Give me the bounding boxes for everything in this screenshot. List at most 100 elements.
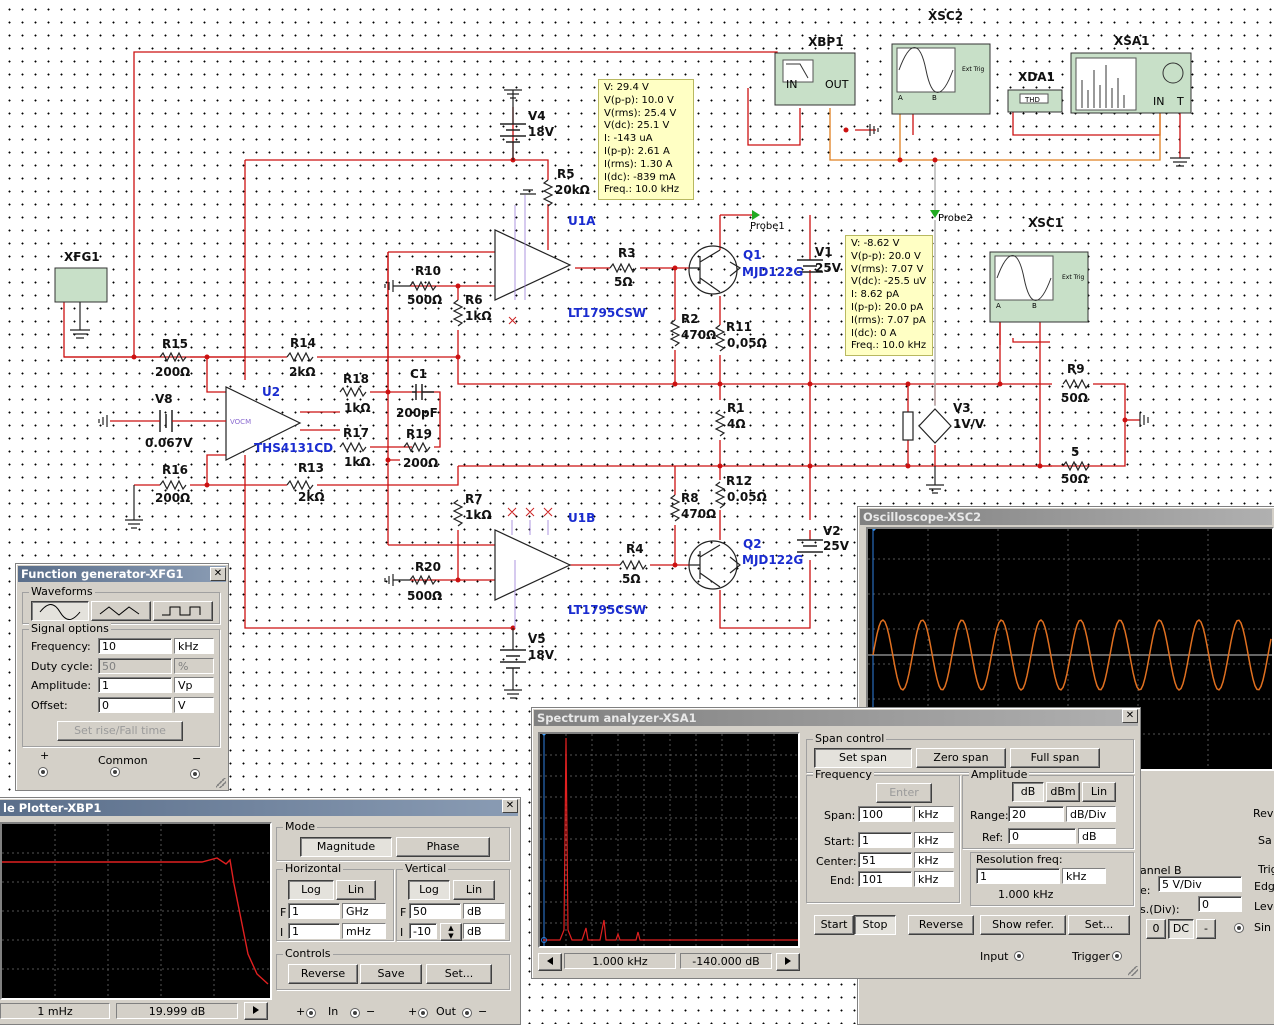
common-terminal[interactable]	[110, 767, 120, 777]
xsc1-label: XSC1	[1028, 216, 1063, 230]
v-initial-spinner[interactable]: ▲▼	[440, 923, 462, 941]
waveforms-group: Waveforms	[22, 585, 220, 624]
spectrum-reverse-button[interactable]: Reverse	[908, 915, 974, 935]
start-unit[interactable]: kHz	[914, 832, 954, 848]
osc-ypos-field[interactable]: 0	[1198, 896, 1242, 912]
set-span-button[interactable]: Set span	[814, 748, 912, 768]
enter-button[interactable]: Enter	[876, 783, 932, 803]
funcgen-resize-grip[interactable]	[216, 778, 226, 788]
v-initial-input[interactable]: -10	[409, 923, 437, 939]
h-final-input[interactable]: 1	[288, 903, 340, 919]
probe1-ipp: I(p-p): 2.61 A	[604, 145, 670, 157]
vertical-lin-button[interactable]: Lin	[453, 880, 495, 900]
center-unit[interactable]: kHz	[914, 852, 954, 868]
lin-button[interactable]: Lin	[1082, 782, 1116, 802]
input-terminal[interactable]	[1014, 951, 1024, 961]
osc-neg-button[interactable]: -	[1196, 919, 1216, 939]
arrow-right-icon	[785, 957, 791, 965]
spectrum-close-button[interactable]: ✕	[1122, 709, 1138, 723]
square-wave-button[interactable]	[153, 601, 213, 621]
spectrum-stop-button[interactable]: Stop	[854, 915, 896, 935]
v-final-input[interactable]: 50	[409, 903, 461, 919]
spectrum-analyzer-title[interactable]: Spectrum analyzer-XSA1	[534, 710, 1138, 726]
osc-ground-terminal[interactable]	[1234, 923, 1244, 933]
funcgen-close-button[interactable]: ✕	[210, 567, 226, 581]
amplitude-group: Amplitude	[962, 768, 1134, 849]
bode-cursor-right-button[interactable]	[244, 1002, 268, 1020]
spectrum-set-button[interactable]: Set...	[1068, 915, 1130, 935]
osc-rev-label[interactable]: Rev	[1253, 807, 1274, 820]
offset-unit[interactable]: V	[174, 697, 214, 713]
resolution-input[interactable]: 1	[976, 868, 1060, 884]
bode-out-minus-terminal[interactable]	[462, 1008, 472, 1018]
probe2-freq: Freq.: 10.0 kHz	[851, 340, 927, 352]
ref-input[interactable]: 0	[1008, 828, 1076, 844]
zero-span-button[interactable]: Zero span	[916, 748, 1006, 768]
db-button[interactable]: dB	[1012, 782, 1044, 802]
triangle-wave-button[interactable]	[91, 601, 151, 621]
spectrum-cursor-left-button[interactable]	[538, 953, 562, 971]
spectrum-start-button[interactable]: Start	[814, 915, 854, 935]
function-generator-window[interactable]: Function generator-XFG1 ✕ Waveforms Sign…	[15, 563, 229, 791]
plus-terminal[interactable]	[38, 767, 48, 777]
full-span-button[interactable]: Full span	[1010, 748, 1100, 768]
end-unit[interactable]: kHz	[914, 871, 954, 887]
osc-sa-label[interactable]: Sa	[1258, 834, 1272, 847]
amplitude-input[interactable]: 1	[98, 677, 172, 693]
trigger-terminal[interactable]	[1112, 951, 1122, 961]
bode-mode-label: Mode	[283, 820, 317, 833]
bode-close-button[interactable]: ✕	[502, 799, 518, 813]
v-final-label: F	[400, 906, 407, 919]
dbm-button[interactable]: dBm	[1046, 782, 1080, 802]
bode-in-minus-terminal[interactable]	[350, 1008, 360, 1018]
r4-value: 5Ω	[622, 572, 641, 586]
duty-cycle-input[interactable]: 50	[98, 658, 172, 674]
bode-plotter-window[interactable]: le Plotter-XBP1 ✕ 1 mHz 19.999 dB Mode M…	[0, 797, 521, 1025]
amplitude-unit[interactable]: Vp	[174, 677, 214, 693]
v-final-unit[interactable]: dB	[463, 903, 505, 919]
frequency-unit[interactable]: kHz	[174, 638, 214, 654]
horizontal-lin-button[interactable]: Lin	[336, 880, 376, 900]
magnitude-button[interactable]: Magnitude	[300, 837, 392, 857]
range-input[interactable]: 20	[1008, 806, 1064, 822]
span-unit[interactable]: kHz	[914, 806, 954, 822]
center-input[interactable]: 51	[858, 852, 912, 868]
span-input[interactable]: 100	[858, 806, 912, 822]
h-initial-unit[interactable]: mHz	[342, 923, 386, 939]
v-initial-unit[interactable]: dB	[463, 923, 505, 939]
osc-dc-button[interactable]: DC	[1168, 919, 1194, 939]
end-input[interactable]: 101	[858, 871, 912, 887]
bode-plotter-title[interactable]: le Plotter-XBP1	[0, 800, 518, 816]
minus-terminal[interactable]	[190, 769, 200, 779]
set-rise-fall-button[interactable]: Set rise/Fall time	[57, 721, 183, 741]
probe1-freq: Freq.: 10.0 kHz	[604, 184, 680, 196]
bode-out-plus-terminal[interactable]	[418, 1008, 428, 1018]
spectrum-resize-grip[interactable]	[1128, 966, 1138, 976]
frequency-input[interactable]: 10	[98, 638, 172, 654]
h-initial-input[interactable]: 1	[288, 923, 340, 939]
phase-button[interactable]: Phase	[396, 837, 490, 857]
bode-in-plus-terminal[interactable]	[306, 1008, 316, 1018]
oscilloscope-title[interactable]: Oscilloscope-XSC2	[860, 509, 1272, 525]
start-input[interactable]: 1	[858, 832, 912, 848]
h-final-unit[interactable]: GHz	[342, 903, 386, 919]
sine-wave-button[interactable]	[31, 601, 89, 621]
offset-input[interactable]: 0	[98, 697, 172, 713]
show-refer-button[interactable]: Show refer.	[980, 915, 1066, 935]
resolution-unit[interactable]: kHz	[1062, 868, 1106, 884]
osc-ac-button[interactable]: 0	[1146, 919, 1166, 939]
spectrum-analyzer-window[interactable]: Spectrum analyzer-XSA1 ✕ 1.000 kHz -140.…	[531, 707, 1141, 979]
osc-sing-label[interactable]: Sin	[1254, 921, 1272, 934]
function-generator-title[interactable]: Function generator-XFG1	[18, 566, 226, 582]
vertical-log-button[interactable]: Log	[408, 880, 450, 900]
horizontal-log-button[interactable]: Log	[288, 880, 334, 900]
bode-save-button[interactable]: Save	[360, 964, 422, 984]
osc-scale-field[interactable]: 5 V/Div	[1158, 876, 1242, 892]
ref-unit[interactable]: dB	[1078, 828, 1116, 844]
r8-value: 470Ω	[681, 507, 716, 521]
range-unit[interactable]: dB/Div	[1066, 806, 1116, 822]
spectrum-cursor-right-button[interactable]	[776, 953, 800, 971]
bode-reverse-button[interactable]: Reverse	[288, 964, 358, 984]
v-initial-label: I	[400, 926, 404, 939]
bode-set-button[interactable]: Set...	[426, 964, 492, 984]
